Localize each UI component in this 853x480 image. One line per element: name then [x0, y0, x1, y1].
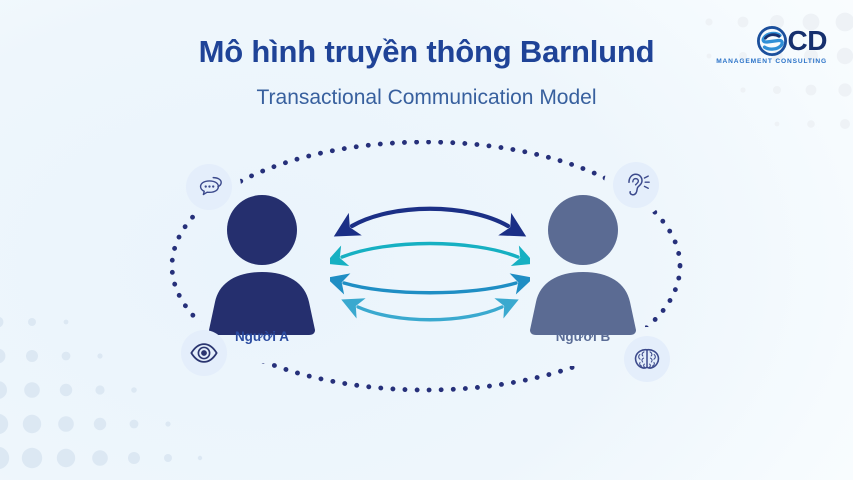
communication-diagram: Người A Người B — [0, 140, 853, 440]
person-a: Người A — [187, 190, 337, 344]
arrow-2 — [330, 241, 530, 267]
person-a-silhouette — [209, 195, 315, 335]
slide-header: Mô hình truyền thông Barnlund Transactio… — [0, 34, 853, 110]
page-subtitle: Transactional Communication Model — [256, 85, 597, 109]
arrow-1 — [333, 206, 527, 237]
badge-speech-bubbles — [186, 164, 232, 210]
person-b-silhouette — [530, 195, 636, 335]
page-title: Mô hình truyền thông Barnlund — [198, 34, 655, 69]
person-a-label: Người A — [234, 329, 290, 344]
bidirectional-arrows — [330, 206, 530, 322]
ear-icon — [628, 173, 650, 196]
badge-eye — [181, 330, 227, 376]
logo-wordmark: CD — [787, 25, 828, 56]
brain-icon — [634, 348, 660, 369]
logo-tagline: MANAGEMENT CONSULTING — [716, 58, 827, 65]
logo-row: CD — [715, 25, 828, 56]
arrow-4 — [341, 298, 519, 322]
speech-bubbles-icon — [199, 176, 222, 196]
scd-swirl-mark-icon — [756, 26, 787, 56]
scd-logo: CD MANAGEMENT CONSULTING — [715, 25, 828, 70]
person-b-label: Người B — [555, 329, 611, 344]
badge-ear — [613, 162, 659, 208]
eye-icon — [190, 343, 218, 363]
badge-brain — [624, 336, 670, 382]
arrow-3 — [330, 273, 530, 295]
person-b: Người B — [508, 190, 658, 344]
dotted-ellipse — [169, 140, 683, 393]
